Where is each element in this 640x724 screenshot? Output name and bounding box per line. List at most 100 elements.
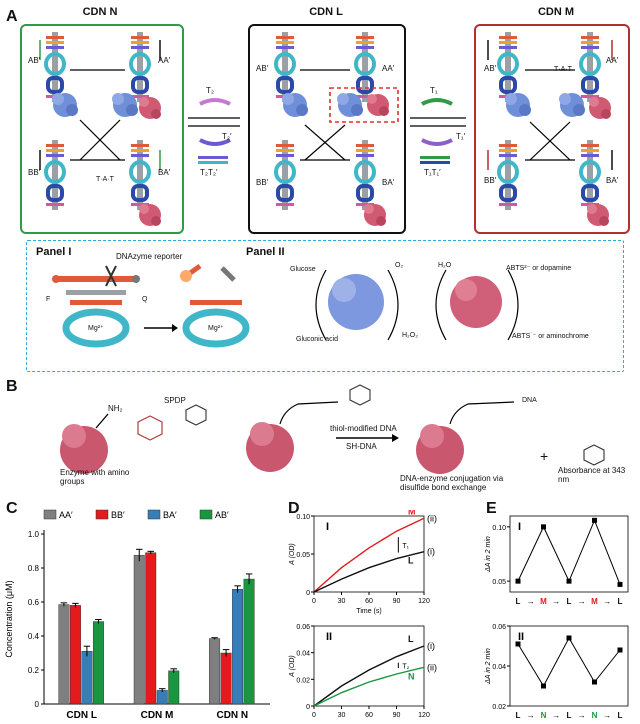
data-point [592,517,597,523]
plot-frame [509,515,629,593]
x-tick-label: L [567,711,572,720]
panel-1-title: Panel I [36,246,72,258]
legend-swatch [95,509,109,520]
y-tick-label: 0.04 [296,651,310,658]
n-label-tat: T·A·T [96,176,114,183]
panel-c-letter: C [6,500,18,517]
m-label-ba: BA′ [606,176,619,185]
transition-t2: T₂ [206,86,214,95]
bar [220,652,232,705]
series-line [313,551,425,593]
panel-label: II [518,631,524,643]
y-tick-label: 0.10 [492,525,506,532]
x-tick-label: CDN L [66,710,97,721]
m-label-aa: AA′ [606,56,619,65]
x-tick-label: M [591,597,598,606]
y-tick-label: 0.02 [296,677,310,684]
n-label-aa: AA′ [158,56,171,65]
x-tick-label: 60 [365,598,373,605]
m-label-tat: T·A·T [554,66,572,73]
legend-label: AB′ [215,510,229,520]
bar [81,651,93,705]
legend-label: AA′ [59,510,73,520]
y-tick-label: 0.2 [28,666,40,675]
bar [168,670,180,705]
n-label-ab: AB′ [28,56,41,65]
x-tick-label: 0 [312,598,316,605]
x-tick-label: N [541,711,547,720]
series-line [313,666,425,707]
y-tick-label: 0.04 [492,664,506,671]
x-arrow-label: → [527,597,535,606]
transition-t1: T₁ [430,86,438,95]
panel-2-o2: O₂ [395,262,404,269]
series-end-label: (i) [427,641,435,651]
m-label-bb: BB′ [484,176,497,185]
enzyme-label: Enzyme with amino groups [60,468,130,486]
transition-label: T₂ [402,663,409,670]
l-label-ab: AB′ [256,64,269,73]
y-axis-label: ΔA in 2 min [485,648,492,685]
transition-label: T₁ [402,543,409,550]
reporter-label: DNAzyme reporter [116,252,183,261]
n-label-bb: BB′ [28,168,41,177]
data-point [617,647,623,653]
x-axis-label: Time (s) [356,608,381,615]
reporter-diagram [52,263,519,348]
x-arrow-label: → [527,711,535,720]
series-line [313,517,425,593]
panel-1-mg-left: Mg²⁺ [88,325,104,332]
x-tick-label: 30 [338,598,346,605]
l-label-bb: BB′ [256,178,269,187]
panel-b-letter: B [6,378,18,395]
panel-label: I [518,521,521,533]
bar [133,555,145,705]
y-tick-label: 0.05 [296,552,310,559]
data-point [541,524,546,530]
y-tick-label: 0.02 [492,704,506,711]
y-tick-label: 0.05 [492,579,506,586]
x-tick-label: 90 [393,712,401,719]
x-tick-label: N [592,711,598,720]
panel-2-h2o: H₂O [438,262,452,269]
x-arrow-label: → [552,597,560,606]
l-label-ba: BA′ [382,178,395,187]
sequence-line [517,636,621,688]
x-tick-label: CDN N [216,710,248,721]
panel-2-abts-ox: ABTS˙⁻ or aminochrome [512,333,589,340]
x-arrow-label: → [552,711,560,720]
plus-sign: + [540,448,549,464]
series-end-label: (i) [427,547,435,557]
panel-2-abts: ABTS²⁻ or dopamine [506,265,572,272]
x-arrow-label: → [603,711,611,720]
panel-e-letter: E [486,500,497,517]
y-tick-label: 0.8 [28,564,40,573]
y-tick-label: 0.06 [492,624,506,631]
x-tick-label: 60 [365,712,373,719]
y-tick-label: 0 [35,700,40,709]
data-point [566,578,572,584]
legend-swatch [147,509,161,520]
transition-t1t1p: T₁T₁′ [424,168,441,177]
bar [209,638,221,705]
arrow-bottom-label: SH-DNA [346,442,377,451]
panel-1-mg-right: Mg²⁺ [208,325,224,332]
x-tick-label: L [618,597,623,606]
reporter-box [26,240,624,372]
x-tick-label: CDN M [141,710,174,721]
bar [156,690,168,705]
series-name: L [408,556,414,566]
bar [58,604,70,705]
panel-2-gluconic: Gluconic acid [296,336,339,343]
x-tick-label: L [516,711,521,720]
product-label: DNA-enzyme conjugation via disulfide bon… [400,474,504,492]
absorbance-label: Absorbance at 343 nm [558,466,626,484]
x-arrow-label: → [603,597,611,606]
network-title-l: CDN L [309,6,343,18]
y-tick-label: 0.4 [28,632,40,641]
legend-label: BA′ [163,510,177,520]
l-label-aa: AA′ [382,64,395,73]
bar [243,578,255,705]
